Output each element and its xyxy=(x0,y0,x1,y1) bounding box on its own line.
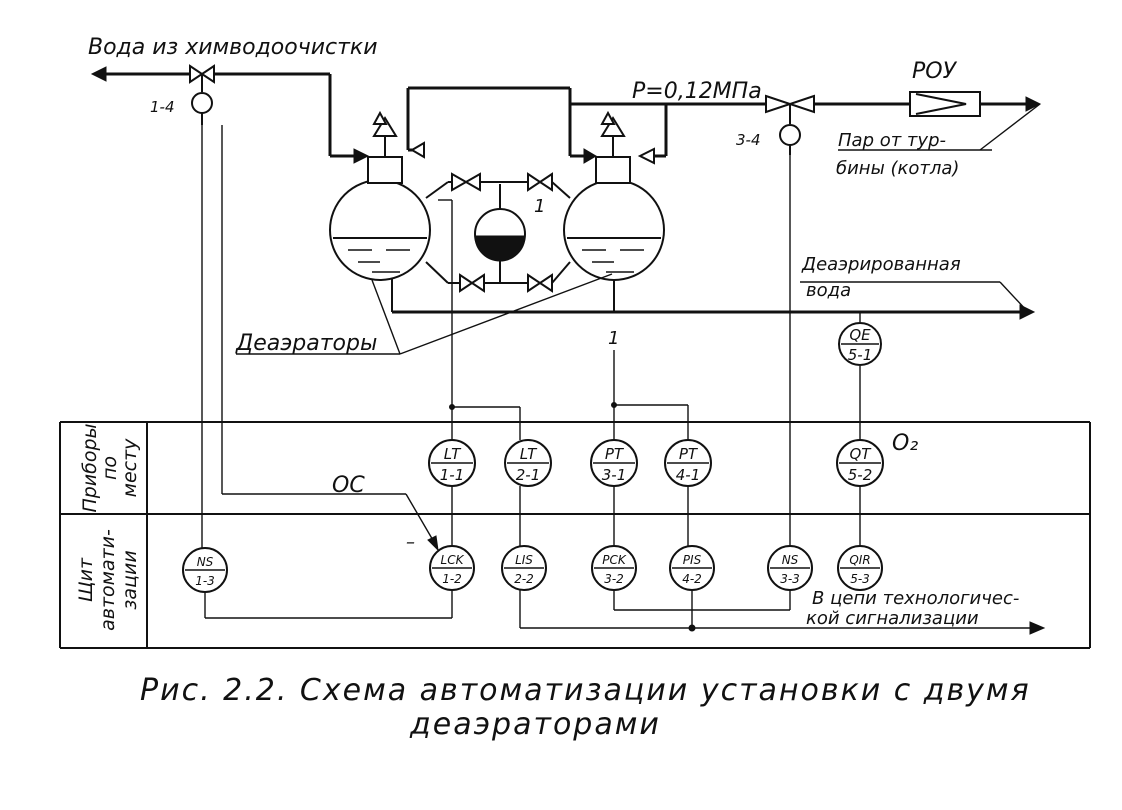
panel-local-line2: по xyxy=(99,456,121,480)
device-lt2-top: LT xyxy=(520,445,538,463)
device-pt-3-1: PT 3-1 xyxy=(590,439,638,487)
deaerator-1 xyxy=(329,110,431,281)
device-ns-3-3: NS 3-3 xyxy=(767,545,813,591)
device-lck-bottom: 1-2 xyxy=(442,572,462,586)
device-ns1-bottom: 1-3 xyxy=(195,574,215,588)
valve-1-4 xyxy=(189,64,215,125)
panel-board-line2: автомати- xyxy=(97,529,119,631)
device-pck-bottom: 3-2 xyxy=(604,572,624,586)
rou-unit xyxy=(909,91,981,117)
deaerated-label-line2: вода xyxy=(806,280,851,301)
device-lck-1-2: LCK 1-2 xyxy=(429,545,475,591)
connector-1-bottom: 1 xyxy=(608,328,619,349)
balancing-vessel xyxy=(474,184,526,283)
device-lt1-bottom: 1-1 xyxy=(440,466,465,484)
device-lis-bottom: 2-2 xyxy=(514,572,534,586)
device-pt4-bottom: 4-1 xyxy=(676,466,701,484)
connector-1-top: 1 xyxy=(534,196,545,217)
device-lck-top: LCK xyxy=(441,553,465,567)
panel-board-line3: зации xyxy=(119,550,141,609)
equalizing-pipe-top xyxy=(425,172,571,199)
pressure-label: P=0,12МПа xyxy=(632,79,762,104)
water-inlet-line xyxy=(90,66,370,164)
device-qt-5-2: QT 5-2 xyxy=(836,439,884,487)
panel-label-local: Приборы по месту xyxy=(79,423,141,512)
device-qir-bottom: 5-3 xyxy=(850,572,870,586)
device-qt-top: QT xyxy=(850,445,873,463)
device-qe-5-1: QE 5-1 xyxy=(838,322,882,366)
steam-label-line1: Пар от тур- xyxy=(838,130,946,151)
device-pck-3-2: PCK 3-2 xyxy=(591,545,637,591)
device-qir-top: QIR xyxy=(849,553,870,567)
deaerators-label: Деаэраторы xyxy=(235,331,377,356)
device-pt-4-1: PT 4-1 xyxy=(664,439,712,487)
device-lis-top: LIS xyxy=(515,553,533,567)
device-pt3-top: PT xyxy=(605,445,625,463)
oc-label: ОС xyxy=(332,473,365,498)
deaerated-label-line1: Деаэрированная xyxy=(801,254,961,275)
instrument-table xyxy=(59,421,1091,649)
device-pt4-top: PT xyxy=(679,445,699,463)
signal-wiring xyxy=(201,125,1046,635)
o2-label: O₂ xyxy=(892,431,918,456)
device-pis-bottom: 4-2 xyxy=(682,572,702,586)
device-lt-2-1: LT 2-1 xyxy=(504,439,552,487)
water-inlet-label: Вода из химводоочистки xyxy=(88,35,378,60)
device-pck-top: PCK xyxy=(602,553,627,567)
panel-board-line1: Щит xyxy=(75,557,97,602)
signal-note-line2: кой сигнализации xyxy=(806,608,979,629)
device-qe-bottom: 5-1 xyxy=(848,346,873,364)
device-ns1-top: NS xyxy=(197,555,214,569)
device-qir-5-3: QIR 5-3 xyxy=(837,545,883,591)
valve-3-4-label: 3-4 xyxy=(736,131,761,149)
steam-line xyxy=(406,86,1042,165)
device-lis-2-2: LIS 2-2 xyxy=(501,545,547,591)
panel-local-line1: Приборы xyxy=(79,423,101,512)
valve-1-4-label: 1-4 xyxy=(150,98,175,116)
rou-label: РОУ xyxy=(912,59,958,84)
device-qe-top: QE xyxy=(849,326,871,344)
device-pis-4-2: PIS 4-2 xyxy=(669,545,715,591)
equalizing-pipe-bottom xyxy=(425,261,571,293)
signal-note-line1: В цепи технологичес- xyxy=(812,588,1019,609)
device-lt-1-1: LT 1-1 xyxy=(428,439,476,487)
device-ns-1-3: NS 1-3 xyxy=(182,547,228,593)
device-ns3-top: NS xyxy=(782,553,799,567)
device-ns3-bottom: 3-3 xyxy=(780,572,800,586)
device-lt1-top: LT xyxy=(444,445,462,463)
device-qt-bottom: 5-2 xyxy=(848,466,873,484)
dash-mark: – xyxy=(406,532,415,553)
device-pt3-bottom: 3-1 xyxy=(602,466,627,484)
valve-3-4 xyxy=(765,94,815,155)
deaerated-water-line xyxy=(391,278,1036,320)
figure-caption-line2: деаэраторами xyxy=(409,707,661,742)
device-lt2-bottom: 2-1 xyxy=(516,466,541,484)
panel-local-line3: месту xyxy=(119,438,141,498)
panel-label-board: Щит автомати- зации xyxy=(75,529,141,631)
figure-caption-line1: Рис. 2.2. Схема автоматизации установки … xyxy=(140,673,1031,708)
device-pis-top: PIS xyxy=(683,553,702,567)
deaerator-2 xyxy=(563,110,665,281)
steam-label-line2: бины (котла) xyxy=(836,158,959,179)
